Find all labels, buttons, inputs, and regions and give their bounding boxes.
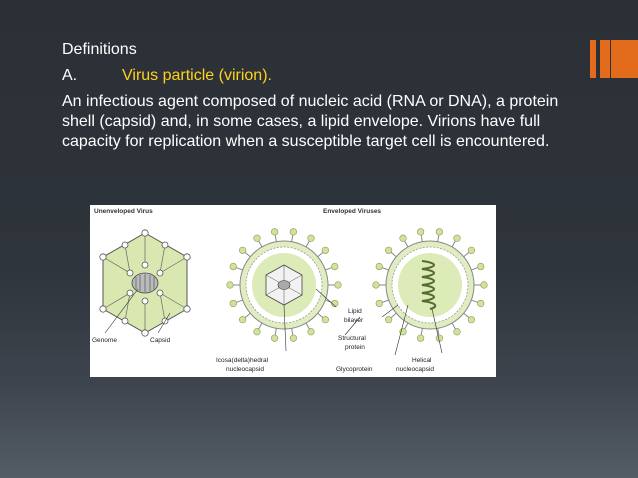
label-icosahedral: Icosa(delta)hedral: [216, 357, 269, 364]
glycoprotein-knob: [480, 281, 488, 289]
slide-text: Definitions A. Virus particle (virion). …: [62, 40, 562, 152]
glycoprotein-knob: [417, 334, 425, 342]
glycoprotein-knob: [385, 316, 393, 324]
glycoprotein-knob: [239, 316, 247, 324]
unenveloped-title: Unenveloped Virus: [94, 208, 153, 215]
definition-item: A. Virus particle (virion).: [62, 66, 562, 86]
glycoprotein-knob: [253, 234, 261, 242]
item-title: Virus particle (virion).: [122, 67, 272, 84]
label-helical-nucleocapsid: nucleocapsid: [396, 366, 434, 373]
glycoprotein-knob: [321, 316, 329, 324]
glycoprotein-knob: [271, 334, 279, 342]
enveloped-helical-virus: [372, 228, 488, 342]
unenveloped-virus: [99, 229, 191, 337]
accent-bar-wide: [611, 40, 638, 78]
glycoprotein-knob: [271, 228, 279, 236]
virus-diagram: Unenveloped Virus Enveloped Viruses: [90, 205, 496, 377]
glycoprotein-knob: [253, 328, 261, 336]
glycoprotein-knob: [334, 281, 342, 289]
glycoprotein-knob: [467, 246, 475, 254]
glycoprotein-knob: [375, 299, 383, 308]
accent-bar-thin: [590, 40, 596, 78]
glycoprotein-knob: [331, 262, 339, 271]
glycoprotein-knob: [229, 262, 237, 271]
definition-paragraph: An infectious agent composed of nucleic …: [62, 93, 559, 150]
glycoprotein-knob: [467, 316, 475, 324]
label-bilayer: bilayer: [344, 317, 364, 324]
label-icosahedral-nucleocapsid: nucleocapsid: [226, 366, 264, 373]
glycoprotein-knob: [453, 328, 461, 336]
glycoprotein-knob: [321, 246, 329, 254]
glycoprotein-knob: [226, 281, 234, 289]
glycoprotein-knob: [307, 328, 315, 336]
glycoprotein-knob: [477, 299, 485, 308]
accent-bar-medium: [600, 40, 610, 78]
slide-heading: Definitions: [62, 41, 137, 58]
glycoprotein-knob: [307, 234, 315, 242]
glycoprotein-knob: [399, 234, 407, 242]
glycoprotein-knob: [239, 246, 247, 254]
glycoprotein-knob: [372, 281, 380, 289]
glycoprotein-knob: [229, 299, 237, 308]
glycoprotein-knob: [435, 228, 443, 236]
enveloped-icosahedral-virus: [226, 228, 342, 342]
glycoprotein-knob: [453, 234, 461, 242]
enveloped-title: Enveloped Viruses: [323, 208, 381, 215]
glycoprotein-knob: [289, 228, 297, 236]
glycoprotein-knob: [289, 334, 297, 342]
label-genome: Genome: [92, 337, 117, 344]
glycoprotein-knob: [417, 228, 425, 236]
label-glycoprotein: Glycoprotein: [336, 366, 373, 373]
item-letter: A.: [62, 67, 78, 84]
label-structural: Structural: [338, 335, 366, 342]
label-helical: Helical: [412, 357, 432, 364]
label-protein: protein: [345, 344, 365, 351]
glycoprotein-knob: [477, 262, 485, 271]
label-lipid: Lipid: [348, 308, 362, 315]
glycoprotein-knob: [375, 262, 383, 271]
glycoprotein-knob: [385, 246, 393, 254]
label-capsid: Capsid: [150, 337, 171, 344]
glycoprotein-knob: [331, 299, 339, 308]
